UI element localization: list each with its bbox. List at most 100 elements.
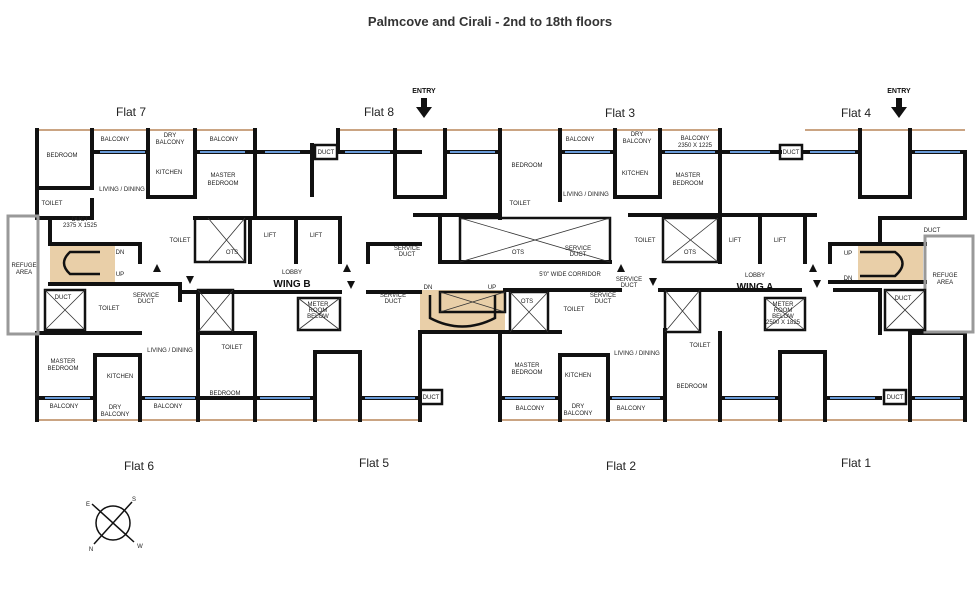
room-label: ROOM xyxy=(774,308,793,314)
flat-label: Flat 6 xyxy=(124,459,154,473)
room-label: UP xyxy=(116,272,124,278)
room-label: BALCONY xyxy=(617,406,646,412)
room-label: BALCONY xyxy=(101,137,130,143)
room-label: SERVICE xyxy=(565,246,591,252)
stair-arrow-center xyxy=(428,295,497,328)
room-label: BALCONY xyxy=(156,140,185,146)
room-label: BALCONY xyxy=(154,404,183,410)
flat-label: Flat 5 xyxy=(359,456,389,470)
room-label: LIVING / DINING xyxy=(99,187,145,193)
room-label: TOILET xyxy=(99,306,120,312)
flat-labels: Flat 7 Flat 8 Flat 3 Flat 4 Flat 6 Flat … xyxy=(116,105,871,473)
room-label: UP xyxy=(844,251,852,257)
room-label: BALCONY xyxy=(210,137,239,143)
room-label: DUCT xyxy=(423,395,440,401)
wing-label: WING B xyxy=(273,279,310,290)
room-label: 2350 X 1225 xyxy=(678,143,713,149)
room-label: UP xyxy=(488,285,496,291)
compass-n: N xyxy=(89,547,93,553)
room-label: DUCT xyxy=(570,252,587,258)
room-label: SERVICE xyxy=(616,277,642,283)
shafts xyxy=(43,143,927,406)
room-label: BALCONY xyxy=(623,139,652,145)
room-label: LOBBY xyxy=(745,273,765,279)
wing-label: WING A xyxy=(737,282,774,293)
room-label: LOBBY xyxy=(282,270,302,276)
room-label: BEDROOM xyxy=(672,181,703,187)
room-label: SERVICE xyxy=(133,293,159,299)
room-label: LIFT xyxy=(729,238,742,244)
room-label: MASTER xyxy=(210,173,236,179)
room-label: 2500 X 1825 xyxy=(766,320,801,326)
room-label: DRY xyxy=(109,405,122,411)
room-label: DUCT xyxy=(924,228,941,234)
room-label: OTS xyxy=(684,250,696,256)
room-label: REFUGE xyxy=(11,263,36,269)
room-label: SERVICE xyxy=(380,293,406,299)
room-label: DN xyxy=(116,250,125,256)
flat-label: Flat 1 xyxy=(841,456,871,470)
entry-arrow-icon xyxy=(416,98,432,118)
room-label: LIFT xyxy=(264,233,277,239)
direction-arrows xyxy=(153,264,821,289)
room-label: BALCONY xyxy=(101,412,130,418)
entry-arrow-icon xyxy=(891,98,907,118)
room-label: 2375 X 1525 xyxy=(63,223,98,229)
compass-icon: E S N W xyxy=(86,497,143,553)
room-label: DUCT xyxy=(318,150,335,156)
room-label: DRY xyxy=(631,132,644,138)
room-label: LIVING / DINING xyxy=(147,348,193,354)
room-label: BALCONY xyxy=(566,137,595,143)
flat-label: Flat 7 xyxy=(116,105,146,119)
room-label: DUCT xyxy=(783,150,800,156)
compass-s: S xyxy=(132,497,136,503)
room-label: TOILET xyxy=(690,343,711,349)
flat-label: Flat 4 xyxy=(841,106,871,120)
room-label: DUCT xyxy=(595,299,612,305)
room-label: METER xyxy=(773,302,795,308)
room-label: LIVING / DINING xyxy=(563,192,609,198)
room-label: BEDROOM xyxy=(676,384,707,390)
room-label: BALCONY xyxy=(50,404,79,410)
room-label: DRY xyxy=(164,133,177,139)
room-label: DN xyxy=(424,285,433,291)
room-label: REFUGE xyxy=(932,273,957,279)
room-label: OTS xyxy=(226,250,238,256)
room-label: DUCT xyxy=(895,296,912,302)
flat-label: Flat 2 xyxy=(606,459,636,473)
plan-title: Palmcove and Cirali - 2nd to 18th floors xyxy=(367,14,613,29)
room-label: TOILET xyxy=(635,238,656,244)
room-label: KITCHEN xyxy=(565,373,591,379)
room-label: KITCHEN xyxy=(156,170,182,176)
room-label: BALCONY xyxy=(681,136,710,142)
room-label: KITCHEN xyxy=(622,171,648,177)
room-label: TOILET xyxy=(42,201,63,207)
stair-arrow-right xyxy=(860,250,904,278)
stair-arrow-left xyxy=(62,250,100,276)
room-label: KITCHEN xyxy=(107,374,133,380)
room-label: BALCONY xyxy=(564,411,593,417)
room-label: SERVICE xyxy=(394,246,420,252)
windows xyxy=(45,151,960,399)
room-label: BEDROOM xyxy=(511,370,542,376)
room-label: DUCT xyxy=(385,299,402,305)
room-label: DUCT xyxy=(72,217,89,223)
room-label: SERVICE xyxy=(590,293,616,299)
room-label: AREA xyxy=(16,270,32,276)
room-label: BEDROOM xyxy=(511,163,542,169)
room-label: TOILET xyxy=(222,345,243,351)
room-label: TOILET xyxy=(170,238,191,244)
room-label: ROOM xyxy=(309,308,328,314)
room-label: BEDROOM xyxy=(209,391,240,397)
room-label: 5'0" WIDE CORRIDOR xyxy=(539,272,601,278)
flat-label: Flat 8 xyxy=(364,105,394,119)
room-label: BELOW xyxy=(772,314,794,320)
room-label: LIVING / DINING xyxy=(614,351,660,357)
room-label: BEDROOM xyxy=(46,153,77,159)
entry-label-wing-a: ENTRY xyxy=(887,88,911,95)
compass-e: E xyxy=(86,502,90,508)
room-label: BELOW xyxy=(307,314,329,320)
room-label: MASTER xyxy=(50,359,76,365)
compass-w: W xyxy=(137,544,143,550)
